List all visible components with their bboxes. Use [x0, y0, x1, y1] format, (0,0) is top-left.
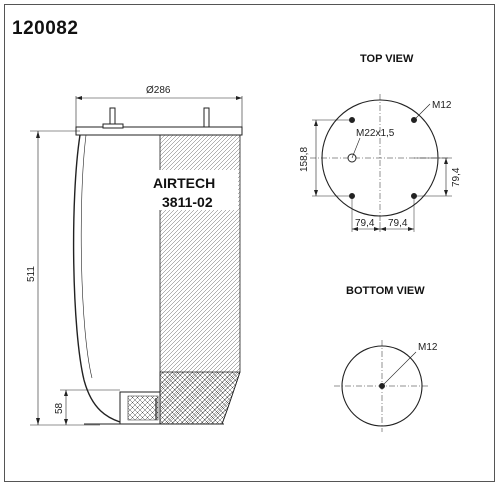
piston-height-label: 58 — [54, 402, 65, 414]
dim-h-right-label: 79,4 — [388, 218, 408, 229]
dim-h-arrows — [352, 227, 414, 231]
top-port-label: M22x1,5 — [356, 128, 395, 139]
dim-h-left-label: 79,4 — [355, 218, 375, 229]
top-view-heading: TOP VIEW — [360, 53, 414, 65]
port-leader — [351, 137, 361, 159]
top-plate — [75, 126, 243, 136]
bottom-view — [334, 340, 430, 432]
diameter-label: Ø286 — [146, 85, 171, 96]
m12-leader — [413, 103, 431, 121]
dim-158-label: 158,8 — [299, 147, 310, 172]
top-view — [310, 94, 452, 232]
stud-nut — [102, 123, 124, 129]
dim-79-v-label: 79,4 — [451, 167, 462, 187]
height-label: 511 — [26, 266, 37, 282]
piston-hatch — [127, 395, 159, 421]
bottom-stud-label: M12 — [418, 342, 438, 353]
drawing-frame — [4, 4, 495, 482]
side-view — [30, 96, 243, 426]
model-label: 3811-02 — [162, 194, 213, 210]
stud-right — [203, 107, 210, 128]
top-stud-label: M12 — [432, 100, 452, 111]
label-background — [148, 170, 238, 210]
bellow-wall-left — [72, 134, 121, 423]
bellow-wall-inner — [80, 134, 93, 379]
bottom-view-heading: BOTTOM VIEW — [346, 285, 425, 297]
bottom-m12-leader — [381, 351, 417, 387]
part-number: 120082 — [12, 18, 79, 39]
bellow-lower-band — [159, 371, 241, 425]
brand-label: AIRTECH — [153, 175, 215, 191]
